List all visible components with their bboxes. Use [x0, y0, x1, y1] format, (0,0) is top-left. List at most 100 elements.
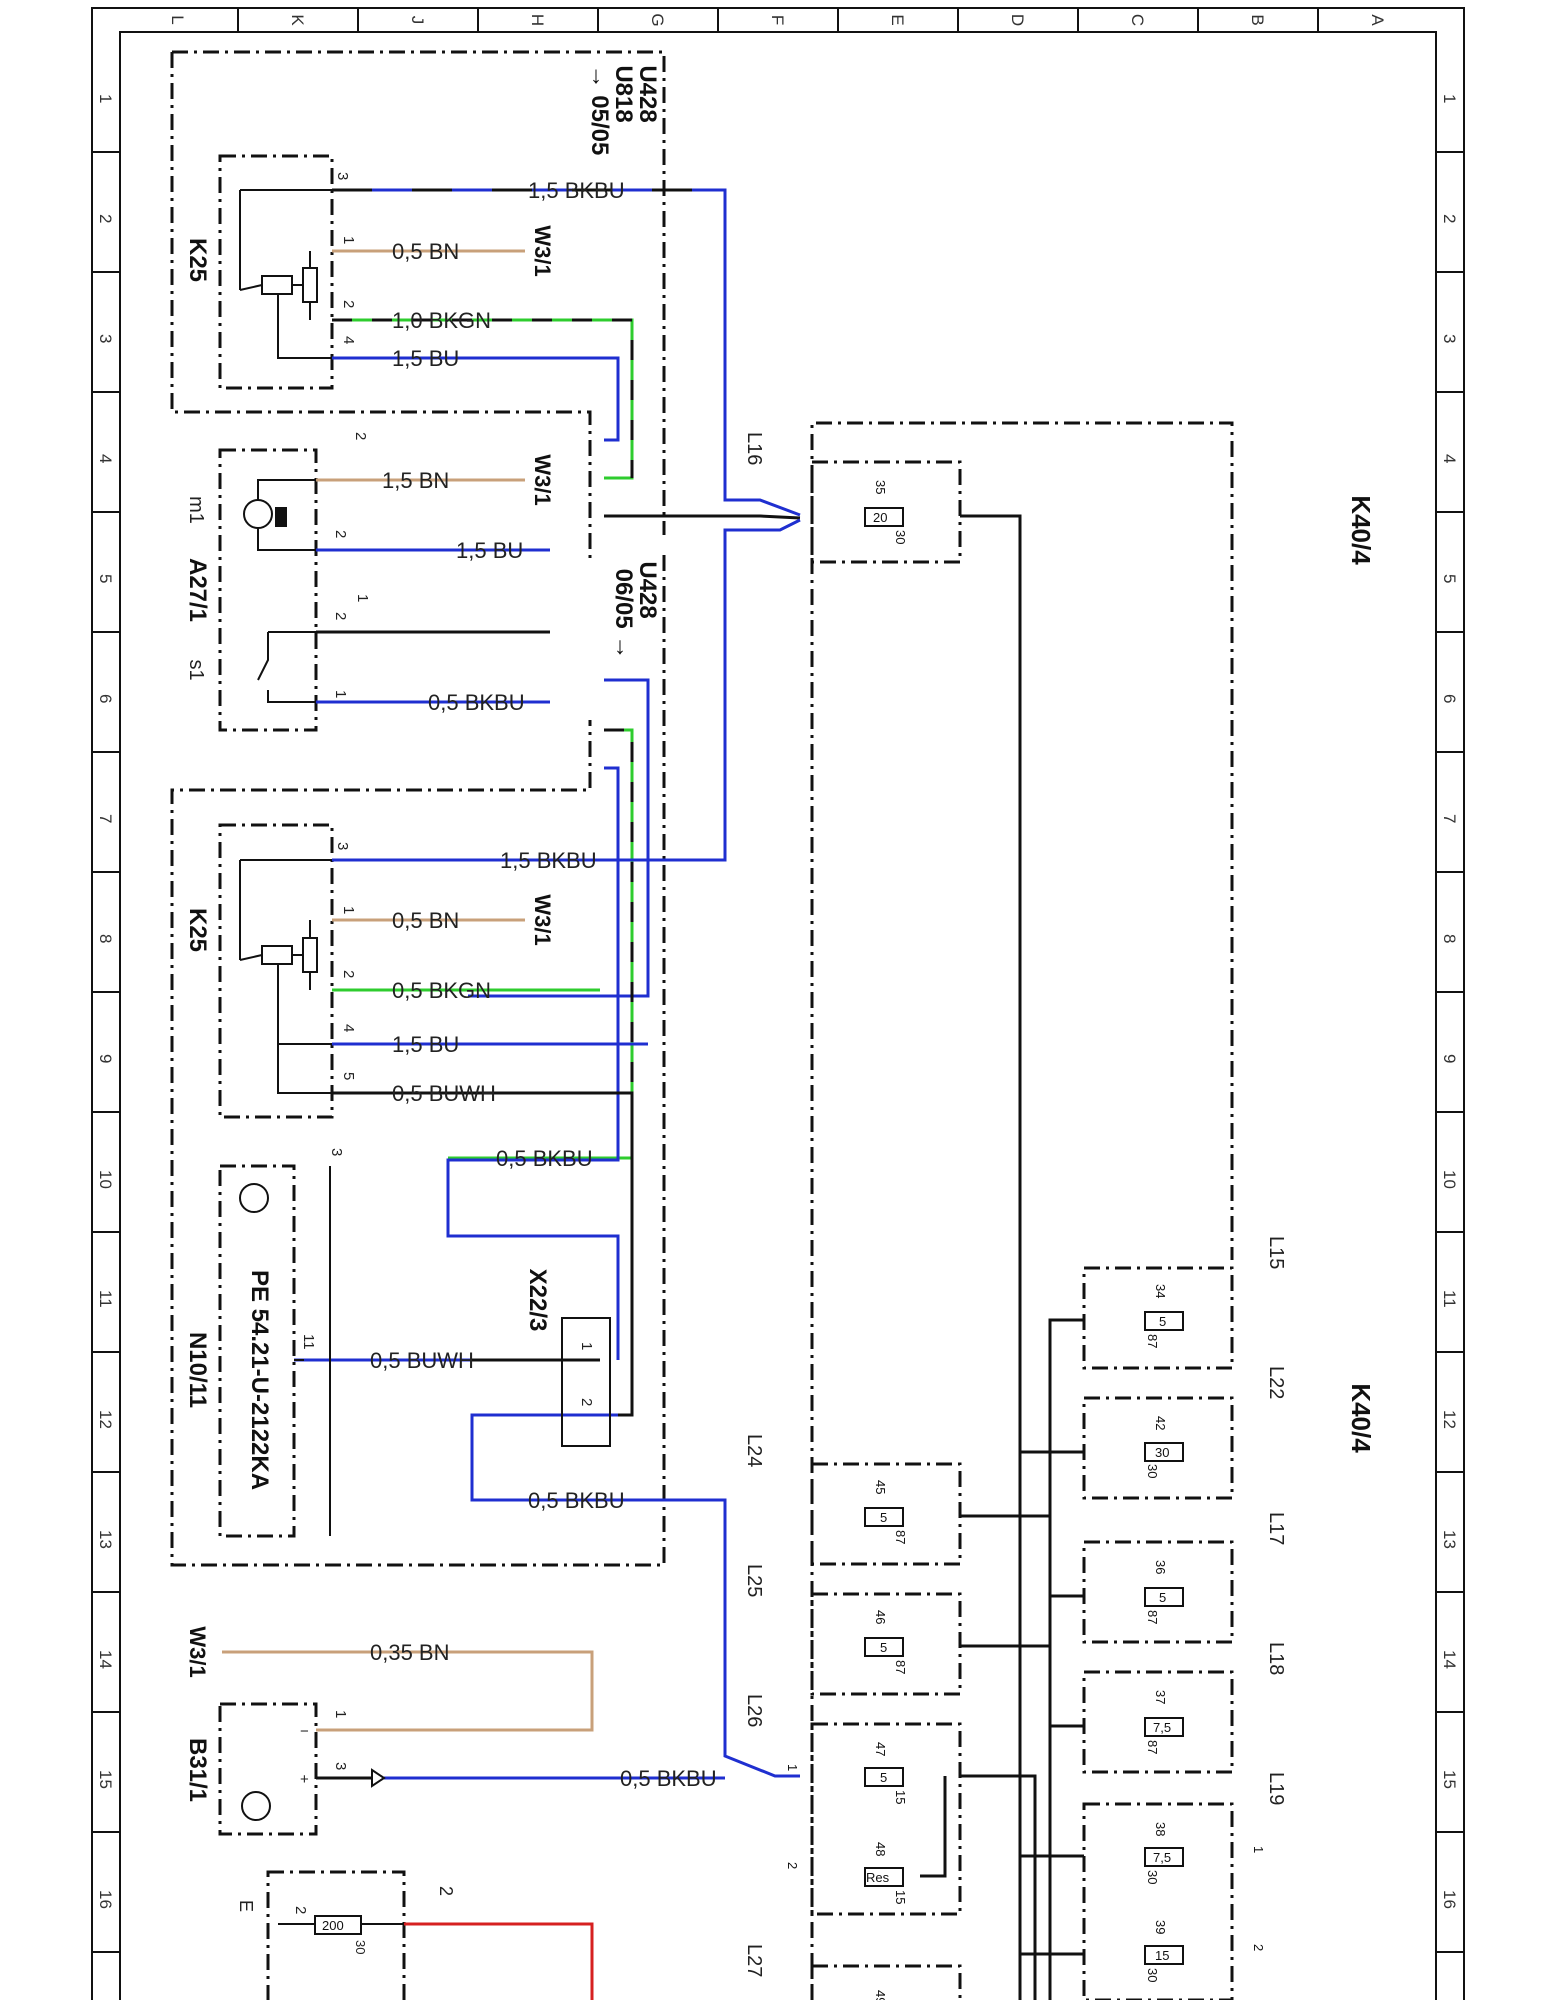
fuse-value: 5: [880, 1640, 887, 1655]
row-label: 4: [1440, 454, 1459, 463]
fuse-slot-label: L25: [743, 1564, 765, 1597]
pin-label: +: [300, 1771, 309, 1788]
pin-label: 2: [332, 530, 349, 538]
pin-label: 1: [332, 690, 349, 698]
pin-label: 3: [334, 842, 351, 850]
k40-4-upper-label: K40/4: [1346, 495, 1376, 565]
fuse-in-label: 34: [1153, 1284, 1168, 1298]
fuse-slot-label: L17: [1265, 1512, 1287, 1545]
row-label: 12: [96, 1410, 115, 1429]
fuse-labels: L16 35 20 30 L15 34 5 87 L22 42 30 30 L2…: [743, 432, 1287, 2000]
x22-3-label: X22/3: [524, 1269, 551, 1332]
row-label: 6: [96, 694, 115, 703]
wire-label: 1,5 BU: [456, 538, 523, 563]
row-label: 2: [96, 214, 115, 223]
row-label: 8: [1440, 934, 1459, 943]
fuse-out-label: 30: [1145, 1968, 1160, 1982]
col-label: G: [648, 13, 667, 26]
row-label: 14: [1440, 1650, 1459, 1669]
row-label: 10: [1440, 1170, 1459, 1189]
fuse-out-label: 30: [1145, 1464, 1160, 1478]
enclosures: [170, 50, 1234, 2000]
wire-label: 0,5 BN: [392, 908, 459, 933]
pin-labels: 3 1 2 4 2 2 1 2 1 3 1 2 4 5 3 11 1 2 1 3…: [236, 172, 595, 1954]
fuse-out-label: 87: [893, 1530, 908, 1544]
pin-label: 1: [578, 1342, 595, 1350]
wire-label: 1,5 BU: [392, 1032, 459, 1057]
n10-11-label: N10/11: [184, 1332, 211, 1408]
pin-label: 3: [334, 172, 351, 180]
pin-label: 4: [340, 1024, 357, 1032]
row-label: 13: [96, 1530, 115, 1549]
k25-top-label: K25: [184, 238, 211, 282]
fuse-pin-label: 2: [1251, 1944, 1266, 1951]
fuse-value: Res: [866, 1870, 890, 1885]
row-label: 9: [96, 1054, 115, 1063]
col-label: J: [408, 16, 427, 25]
fuse-out-label: 30: [1145, 1870, 1160, 1884]
fuse-slot-label: L27: [743, 1944, 765, 1977]
fuse-slot-label: L26: [743, 1694, 765, 1727]
pin-label: 5: [340, 1072, 357, 1080]
row-label: 15: [1440, 1770, 1459, 1789]
wire-label: 0,5 BKBU: [496, 1146, 593, 1171]
fuse-slot-label: L22: [1265, 1366, 1287, 1399]
a27-1-label: A27/1: [184, 558, 211, 622]
row-label: 4: [96, 454, 115, 463]
fuse-out-label: 30: [893, 530, 908, 544]
fuse-e-value: 200: [322, 1918, 344, 1933]
pin-label: 2: [436, 1886, 456, 1896]
row-label: 9: [1440, 1054, 1459, 1063]
col-label: F: [768, 15, 787, 25]
fuse-pin-label: 2: [785, 1862, 800, 1869]
fuse-out-label: 15: [893, 1790, 908, 1804]
fuse-in-label: 39: [1153, 1920, 1168, 1934]
row-label: 14: [96, 1650, 115, 1669]
fuse-pin-label: 1: [785, 1764, 800, 1771]
pin-label: 2: [340, 970, 357, 978]
wire-label: 0,35 BN: [370, 1640, 450, 1665]
pin-label: 1: [340, 236, 357, 244]
col-label: D: [1008, 14, 1027, 26]
fuse-out-label: 87: [1145, 1740, 1160, 1754]
fuse-in-label: 37: [1153, 1690, 1168, 1704]
fuse-in-label: 45: [873, 1480, 888, 1494]
m1-label: m1: [185, 496, 207, 524]
fuse-in-label: 35: [873, 480, 888, 494]
pin-label: 30: [353, 1940, 368, 1954]
wire-label: 1,5 BKBU: [500, 848, 597, 873]
w3-1-bottom-label: W3/1: [530, 894, 555, 945]
pin-label: −: [300, 1723, 309, 1740]
row-label: 2: [1440, 214, 1459, 223]
pin-label: 2: [292, 1906, 309, 1914]
col-label: C: [1128, 14, 1147, 26]
pin-label: 1: [332, 1710, 349, 1718]
fuse-slot-label: L24: [743, 1434, 765, 1467]
fuse-value: 30: [1155, 1445, 1169, 1460]
pe-reference-label: PE 54.21-U-2122KA: [246, 1270, 273, 1490]
fuse-in-label: 36: [1153, 1560, 1168, 1574]
k40-4-lower-label: K40/4: [1346, 1383, 1376, 1453]
row-label: 12: [1440, 1410, 1459, 1429]
row-label: 3: [1440, 334, 1459, 343]
row-label: 3: [96, 334, 115, 343]
fuse-in-label: 49: [873, 1990, 888, 2000]
fuse-value: 5: [1159, 1590, 1166, 1605]
pin-label: 3: [332, 1762, 349, 1770]
b31-1-label: B31/1: [184, 1738, 211, 1802]
fuse-value: 7,5: [1153, 1850, 1171, 1865]
pin-label: 2: [332, 612, 349, 620]
fuse-out-label: 87: [893, 1660, 908, 1674]
w3-1-top-label: W3/1: [530, 225, 555, 276]
fuse-in-label: 42: [1153, 1416, 1168, 1430]
wire-label: 0,5 BKBU: [528, 1488, 625, 1513]
fuse-value: 20: [873, 510, 887, 525]
row-label: 8: [96, 934, 115, 943]
row-label: 11: [1440, 1290, 1459, 1308]
wire-label: 0,5 BKGN: [392, 978, 491, 1003]
fuse-out-label: 87: [1145, 1334, 1160, 1348]
ref-0505-label: → 05/05: [586, 65, 613, 156]
row-label: 1: [96, 94, 115, 103]
wire-labels: 1,5 BKBU 0,5 BN 1,0 BKGN 1,5 BU 1,5 BN 1…: [370, 178, 717, 1791]
row-label: 6: [1440, 694, 1459, 703]
